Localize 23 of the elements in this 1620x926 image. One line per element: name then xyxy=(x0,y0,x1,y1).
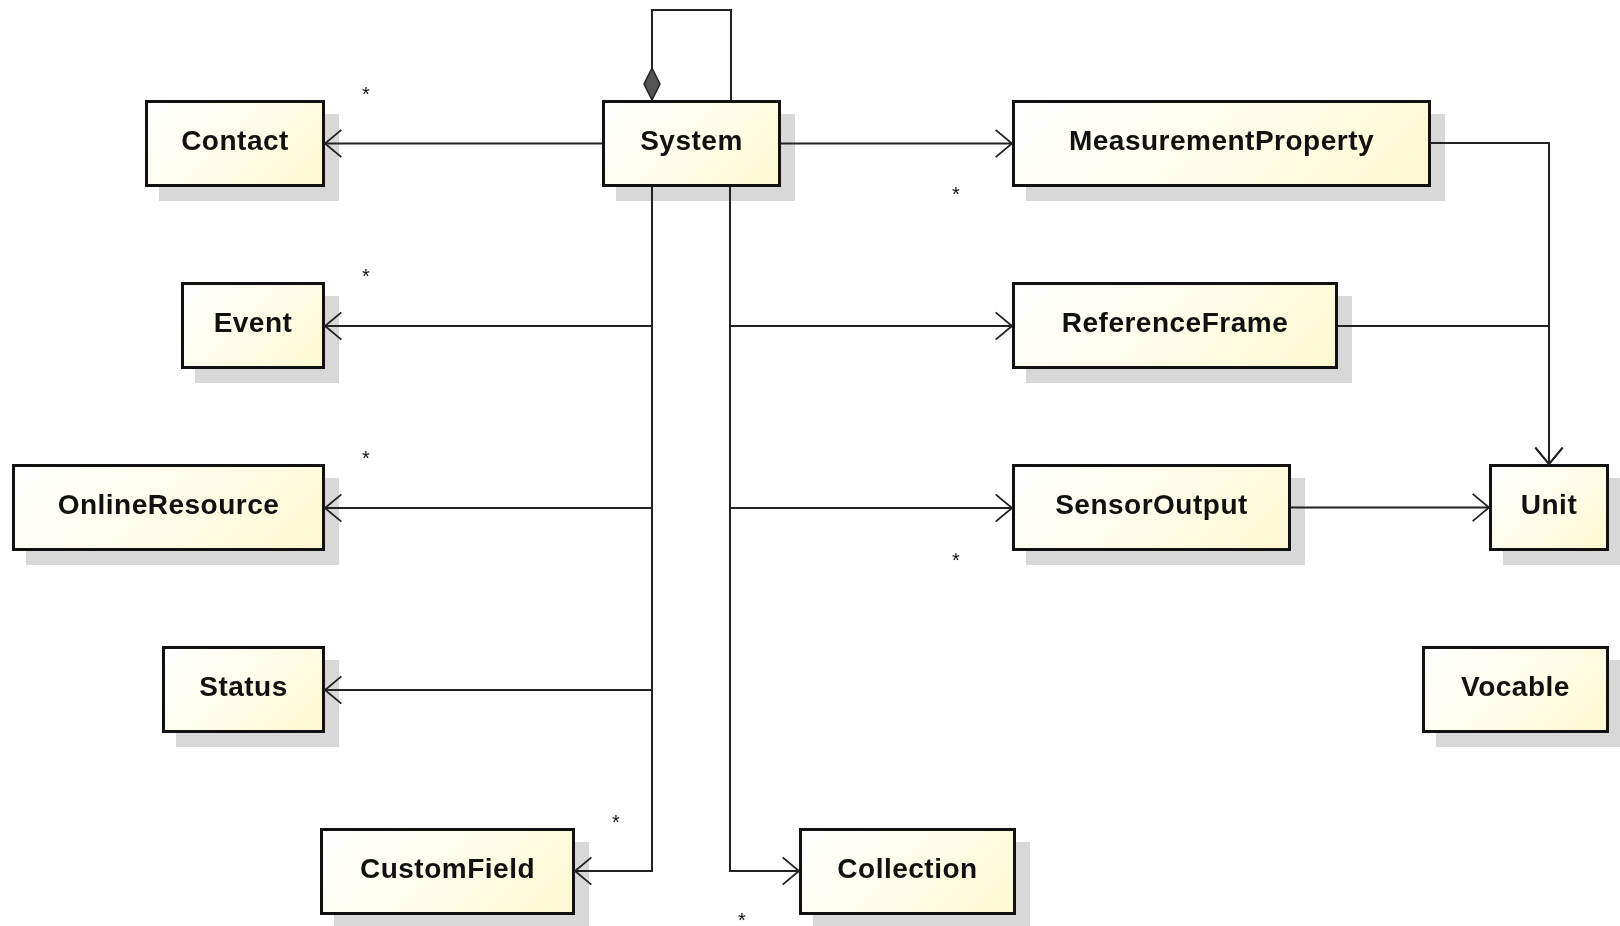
association-arrow xyxy=(780,128,1013,159)
class-name: SensorOutput xyxy=(1055,488,1248,521)
class-name: Event xyxy=(213,306,293,339)
multiplicity-label: * xyxy=(362,266,370,286)
class-name: ReferenceFrame xyxy=(1061,306,1289,339)
multiplicity-label: * xyxy=(612,812,620,832)
class-name: CustomField xyxy=(359,852,536,885)
class-name: Vocable xyxy=(1461,670,1570,703)
class-name: Collection xyxy=(837,852,978,885)
class-name: Unit xyxy=(1520,488,1578,521)
multiplicity-label: * xyxy=(362,448,370,468)
association-arrow xyxy=(1337,325,1564,465)
association-arrow xyxy=(324,128,603,159)
association-arrow xyxy=(1290,492,1490,523)
class-name: System xyxy=(640,124,743,157)
multiplicity-label: * xyxy=(362,84,370,104)
class-name: MeasurementProperty xyxy=(1068,124,1375,157)
class-name: Contact xyxy=(181,124,289,157)
class-name: Status xyxy=(199,670,288,703)
class-name: OnlineResource xyxy=(57,488,280,521)
multiplicity-label: * xyxy=(952,184,960,204)
multiplicity-label: * xyxy=(952,550,960,570)
multiplicity-label: * xyxy=(738,910,746,926)
